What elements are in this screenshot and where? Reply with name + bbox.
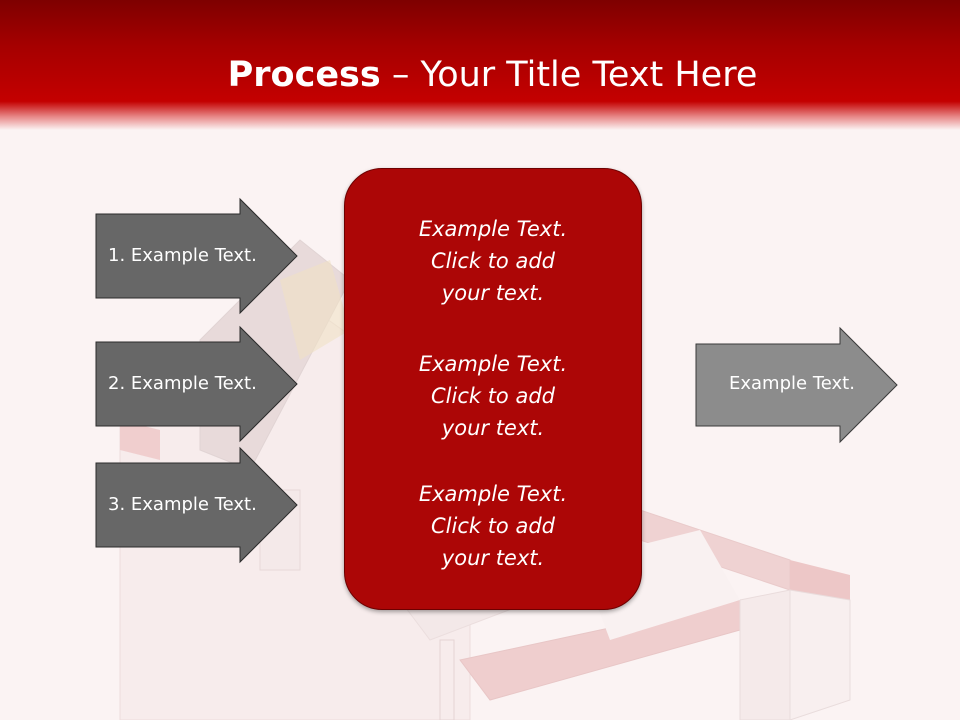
right-arrow[interactable] <box>695 326 898 444</box>
title-bold-text: Process <box>227 55 381 95</box>
left-arrow-1-label: 1. Example Text. <box>108 245 257 266</box>
left-arrow-1[interactable] <box>95 197 298 315</box>
left-arrow-2[interactable] <box>95 325 298 443</box>
right-arrow-label: Example Text. <box>729 373 855 394</box>
title-regular-text: – Your Title Text Here <box>380 55 758 95</box>
center-text-block-1[interactable]: Example Text. Click to add your text. <box>418 217 568 305</box>
center-text-block-3[interactable]: Example Text. Click to add your text. <box>418 482 568 570</box>
slide-title[interactable]: Process – Your Title Text Here <box>0 50 960 100</box>
center-text-block-2[interactable]: Example Text. Click to add your text. <box>418 352 568 440</box>
left-arrow-3[interactable] <box>95 446 298 564</box>
title-bar <box>0 0 960 130</box>
center-text-box[interactable]: Example Text. Click to add your text. Ex… <box>344 168 642 610</box>
left-arrow-3-label: 3. Example Text. <box>108 494 257 515</box>
left-arrow-2-label: 2. Example Text. <box>108 373 257 394</box>
